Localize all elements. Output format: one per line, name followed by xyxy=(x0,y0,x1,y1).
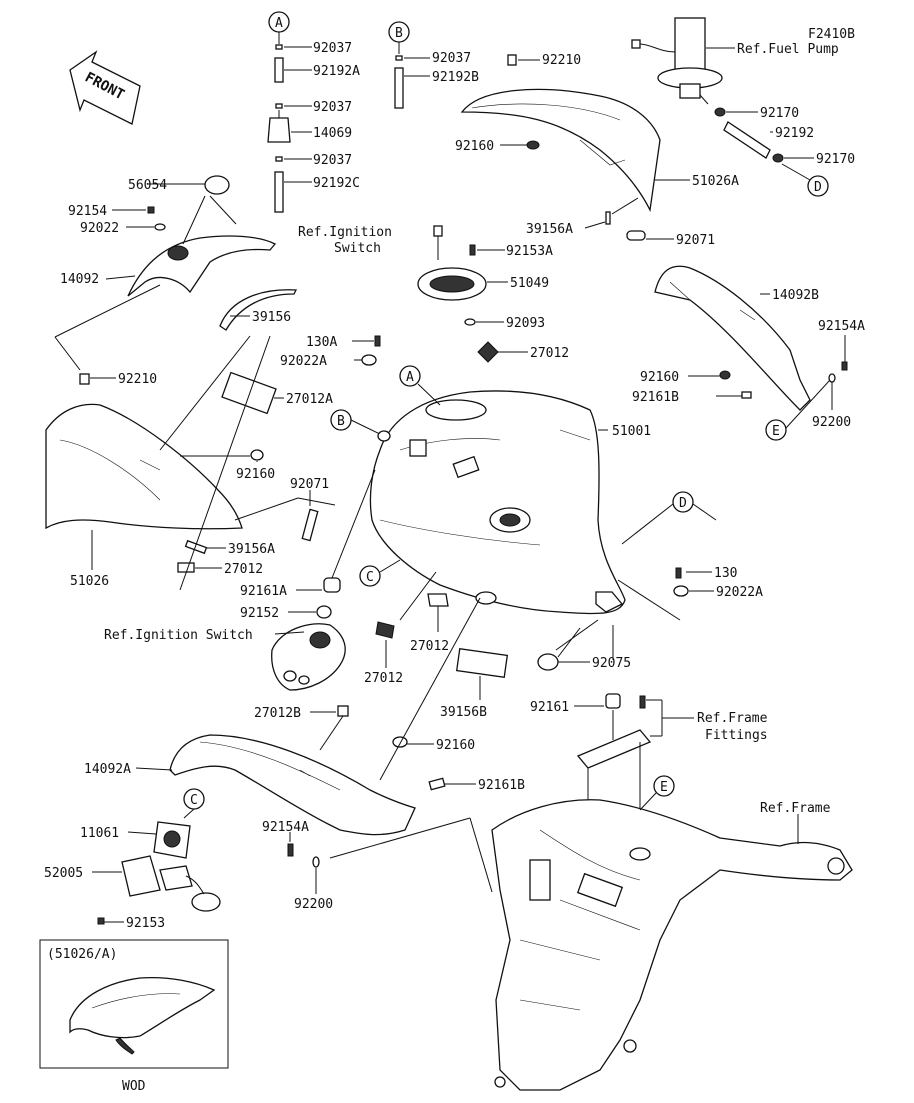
label-92160-b: 92160 xyxy=(640,370,679,385)
label-92022: 92022 xyxy=(80,221,119,236)
callout-c-tank[interactable]: C xyxy=(366,570,374,585)
label-14092a: 14092A xyxy=(84,762,131,777)
label-51049: 51049 xyxy=(510,276,549,291)
label-14069: 14069 xyxy=(313,126,352,141)
label-92170-b: 92170 xyxy=(816,152,855,167)
label-27012-mid: 27012 xyxy=(410,639,449,654)
ref-frame-fittings-2: Fittings xyxy=(705,728,768,743)
label-92093: 92093 xyxy=(506,316,545,331)
label-92075: 92075 xyxy=(592,656,631,671)
label-130: 130 xyxy=(714,566,737,581)
label-92161b-bottom: 92161B xyxy=(478,778,525,793)
ref-ignition-top-1: Ref.Ignition xyxy=(298,225,392,240)
callout-d-tank[interactable]: D xyxy=(679,496,687,511)
label-11061: 11061 xyxy=(80,826,119,841)
label-92153a: 92153A xyxy=(506,244,553,259)
front-arrow-icon: FRONT xyxy=(69,50,141,125)
label-92161: 92161 xyxy=(530,700,569,715)
label-51026: 51026 xyxy=(70,574,109,589)
ref-frame: Ref.Frame xyxy=(760,801,831,816)
decals xyxy=(375,571,614,700)
side-cover-14092a xyxy=(135,597,481,836)
label-92160-a: 92160 xyxy=(455,139,494,154)
side-cover-14092 xyxy=(54,175,298,371)
label-92210-a: 92210 xyxy=(542,53,581,68)
label-27012-left: 27012 xyxy=(224,562,263,577)
side-cover-14092b: E xyxy=(654,265,848,441)
lower-fasteners xyxy=(287,817,493,894)
callout-a-tank[interactable]: A xyxy=(406,370,414,385)
ref-fuel-pump: Ref.Fuel Pump xyxy=(737,42,839,57)
label-92037-d: 92037 xyxy=(432,51,471,66)
side-cover-51026 xyxy=(45,335,336,591)
label-92037-a: 92037 xyxy=(313,41,352,56)
label-39156a-mid: 39156A xyxy=(228,542,275,557)
left-fasteners: B xyxy=(221,335,385,462)
label-92200-bottom: 92200 xyxy=(294,897,333,912)
label-92071-b: 92071 xyxy=(290,477,329,492)
diagram-code: F2410B xyxy=(808,27,855,42)
variant-box: (51026/A) WOD xyxy=(39,939,229,1094)
label-92192: 92192 xyxy=(775,126,814,141)
label-92161a: 92161A xyxy=(240,584,287,599)
label-39156b: 39156B xyxy=(440,705,487,720)
callout-a-top[interactable]: A xyxy=(275,16,283,31)
label-92161b-right: 92161B xyxy=(632,390,679,405)
label-92071-a: 92071 xyxy=(676,233,715,248)
label-51001: 51001 xyxy=(612,424,651,439)
label-92154a-right: 92154A xyxy=(818,319,865,334)
callout-e-right[interactable]: E xyxy=(772,424,780,439)
ref-ignition-top-2: Switch xyxy=(334,241,381,256)
frame-ref: E xyxy=(491,775,853,1091)
label-39156a-top: 39156A xyxy=(526,222,573,237)
label-52005: 52005 xyxy=(44,866,83,881)
label-14092b: 14092B xyxy=(772,288,819,303)
label-27012a: 27012A xyxy=(286,392,333,407)
fuel-cap-assembly xyxy=(417,225,528,363)
label-92192a: 92192A xyxy=(313,64,360,79)
label-92154a-bottom: 92154A xyxy=(262,820,309,835)
label-92170-a: 92170 xyxy=(760,106,799,121)
fuel-pump-ref: D xyxy=(631,17,829,197)
label-130a: 130A xyxy=(306,335,337,350)
label-92022a-right: 92022A xyxy=(716,585,763,600)
label-51026a: 51026A xyxy=(692,174,739,189)
vent-hose-assembly: A xyxy=(267,11,312,213)
variant-box-label: (51026/A) xyxy=(47,947,117,962)
label-92192b: 92192B xyxy=(432,70,479,85)
mid-fasteners xyxy=(288,469,714,621)
label-92192c: 92192C xyxy=(313,176,360,191)
label-92037-b: 92037 xyxy=(313,100,352,115)
label-92022a-left: 92022A xyxy=(280,354,327,369)
label-14092: 14092 xyxy=(60,272,99,287)
callout-e-frame[interactable]: E xyxy=(660,780,668,795)
label-92160-d: 92160 xyxy=(436,738,475,753)
frame-fittings xyxy=(574,693,694,850)
fuel-tank-51001: A C D xyxy=(359,365,717,615)
ignition-switch-ref xyxy=(271,623,346,691)
callout-d-pump[interactable]: D xyxy=(814,180,822,195)
callout-b-top[interactable]: B xyxy=(395,26,403,41)
label-92153: 92153 xyxy=(126,916,165,931)
ref-frame-fittings-1: Ref.Frame xyxy=(697,711,768,726)
label-39156: 39156 xyxy=(252,310,291,325)
variant-footer: WOD xyxy=(122,1079,146,1094)
callout-b-tank[interactable]: B xyxy=(337,414,345,429)
label-92152: 92152 xyxy=(240,606,279,621)
label-92154: 92154 xyxy=(68,204,107,219)
label-92200-right: 92200 xyxy=(812,415,851,430)
ref-ignition-left: Ref.Ignition Switch xyxy=(104,628,253,643)
label-92210-b: 92210 xyxy=(118,372,157,387)
label-56054: 56054 xyxy=(128,178,167,193)
label-27012-top: 27012 xyxy=(530,346,569,361)
label-27012b: 27012B xyxy=(254,706,301,721)
bracket-assembly: C xyxy=(92,788,221,925)
callout-c-bracket[interactable]: C xyxy=(190,793,198,808)
label-92037-c: 92037 xyxy=(313,153,352,168)
label-92160-c: 92160 xyxy=(236,467,275,482)
label-27012-bot: 27012 xyxy=(364,671,403,686)
vent-hose-b: B xyxy=(388,21,430,109)
tank-cover-51026a xyxy=(460,54,690,241)
